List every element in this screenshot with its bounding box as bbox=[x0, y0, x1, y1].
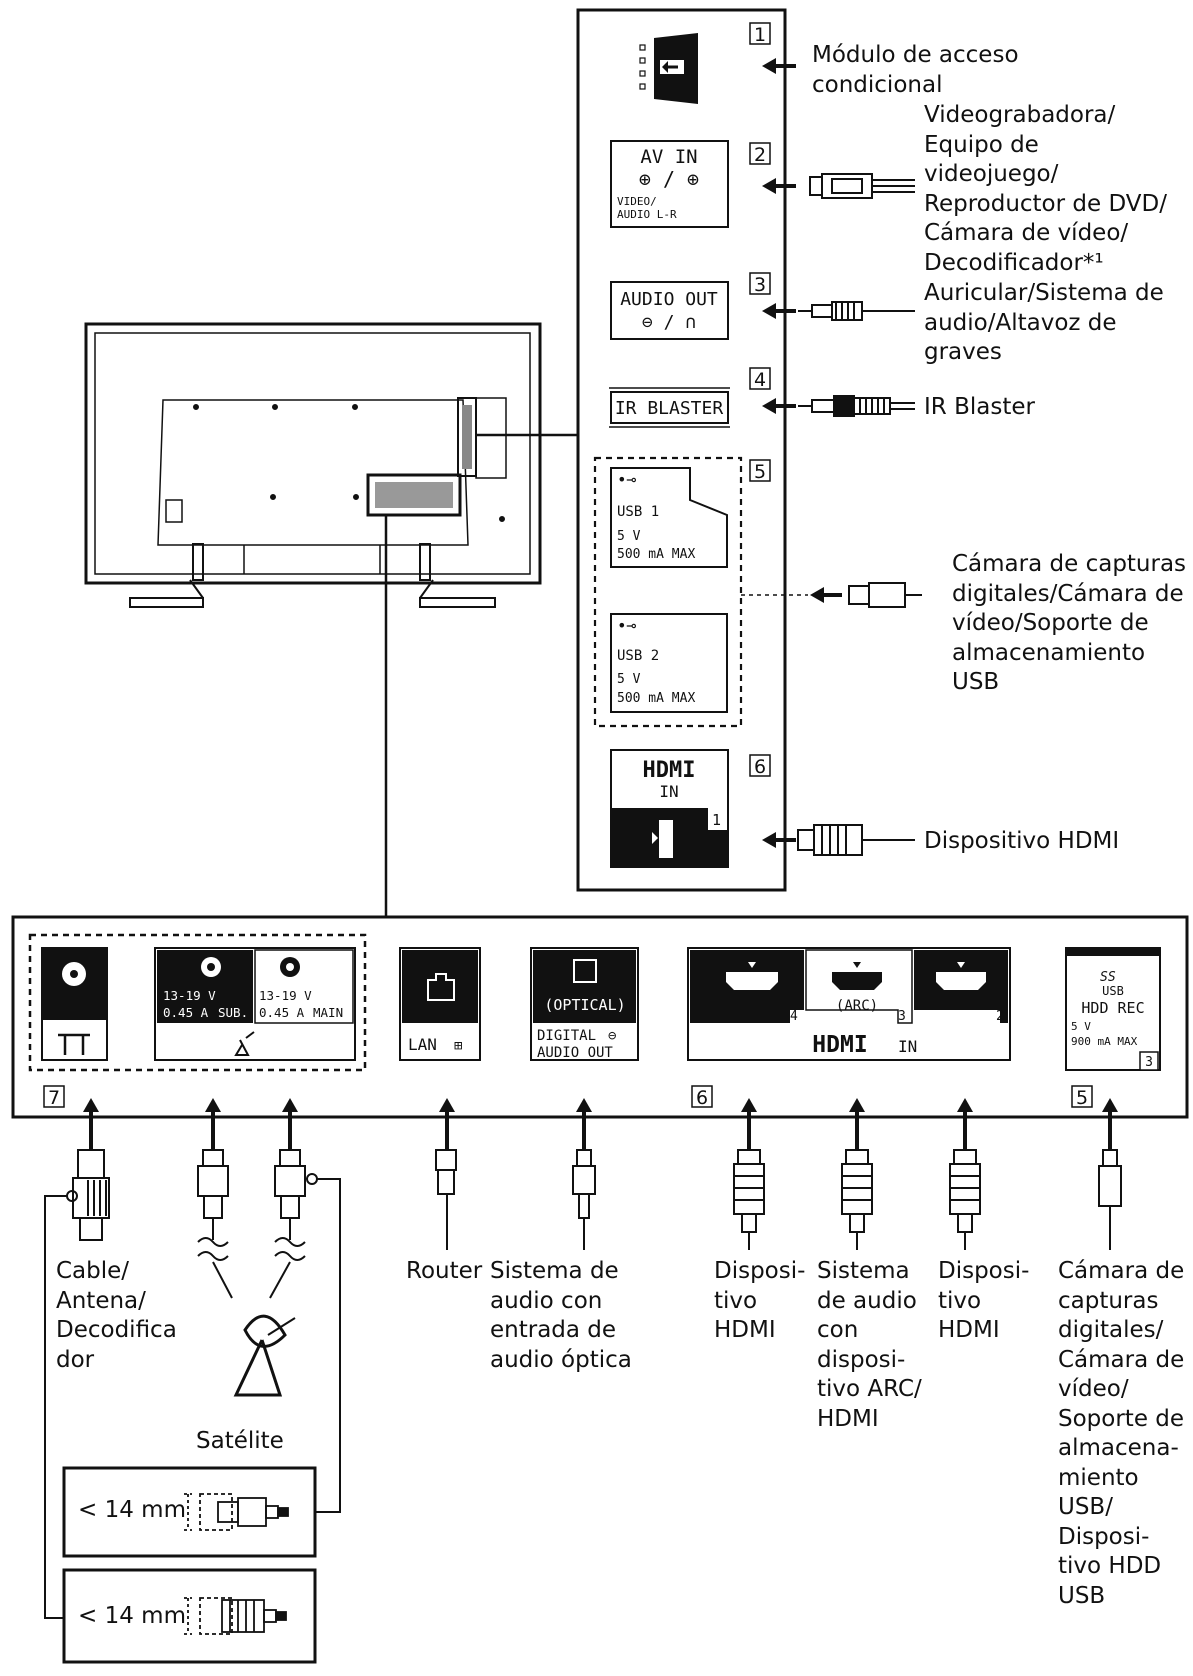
satellite-ports: 13-19 V 0.45 A SUB. 13-19 V 0.45 A MAIN bbox=[154, 947, 356, 1061]
label-audio-out: Auricular/Sistema de audio/Altavoz de gr… bbox=[924, 280, 1164, 365]
svg-text:900 mA MAX: 900 mA MAX bbox=[1071, 1035, 1138, 1048]
hdmi-ports: 4 (ARC) 3 2 HDMI IN bbox=[687, 947, 1011, 1061]
svg-text:5 V: 5 V bbox=[617, 672, 641, 687]
label-router: Router bbox=[406, 1258, 483, 1284]
svg-text:LAN: LAN bbox=[408, 1035, 437, 1054]
av-in-label: AV IN bbox=[640, 146, 697, 168]
svg-text:0.45 A: 0.45 A bbox=[163, 1005, 209, 1020]
label-satellite: Satélite bbox=[196, 1428, 284, 1454]
usb-group-outline bbox=[593, 456, 743, 728]
svg-text:MAIN: MAIN bbox=[313, 1005, 343, 1020]
svg-text:AUDIO OUT: AUDIO OUT bbox=[537, 1045, 613, 1061]
antenna-port bbox=[41, 947, 108, 1061]
optical-port: (OPTICAL) DIGITAL ⊖ AUDIO OUT bbox=[530, 947, 639, 1061]
antenna-group-outline bbox=[28, 933, 367, 1072]
svg-text:DIGITAL: DIGITAL bbox=[537, 1028, 596, 1044]
svg-text:6: 6 bbox=[696, 1087, 708, 1109]
label-ir-blaster: IR Blaster bbox=[924, 394, 1035, 420]
svg-text:AUDIO L-R: AUDIO L-R bbox=[617, 208, 677, 221]
svg-text:13-19 V: 13-19 V bbox=[259, 988, 312, 1003]
svg-text:3: 3 bbox=[1145, 1055, 1153, 1070]
audio-out-port: AUDIO OUT ⊖ / ∩ bbox=[610, 281, 729, 340]
svg-text:⊖: ⊖ bbox=[608, 1028, 617, 1044]
usb2-port: •⊸ USB 2 5 V 500 mA MAX bbox=[610, 613, 728, 713]
connector-size-notes bbox=[62, 1466, 317, 1664]
svg-text:SUB.: SUB. bbox=[218, 1005, 248, 1020]
lan-port: LAN ⊞ bbox=[399, 947, 481, 1061]
svg-text:3: 3 bbox=[898, 1009, 906, 1024]
svg-text:HDMI: HDMI bbox=[812, 1032, 867, 1058]
usb1-current: 500 mA MAX bbox=[617, 547, 695, 562]
svg-text:SS: SS bbox=[1100, 970, 1116, 985]
label-hdmi4: Disposi- tivo HDMI bbox=[714, 1258, 806, 1343]
svg-text:500 mA MAX: 500 mA MAX bbox=[617, 691, 695, 706]
svg-text:1: 1 bbox=[754, 24, 766, 46]
label-hdmi2: Disposi- tivo HDMI bbox=[938, 1258, 1030, 1343]
usb1-title: USB 1 bbox=[617, 504, 659, 520]
svg-text:IN: IN bbox=[898, 1037, 917, 1056]
svg-text:IN: IN bbox=[659, 782, 678, 801]
svg-text:5: 5 bbox=[754, 461, 766, 483]
svg-text:4: 4 bbox=[790, 1009, 798, 1024]
svg-text:•⊸: •⊸ bbox=[617, 616, 637, 635]
label-usb-side: Cámara de capturas digitales/Cámara de v… bbox=[952, 551, 1187, 695]
svg-text:⊞: ⊞ bbox=[454, 1038, 463, 1054]
label-optical: Sistema de audio con entrada de audio óp… bbox=[490, 1258, 632, 1373]
svg-text:3: 3 bbox=[754, 274, 766, 296]
bottom-group-numbers: 7 6 5 bbox=[43, 1085, 1093, 1109]
hdmi1-port: HDMI IN 1 bbox=[610, 749, 729, 868]
label-usb-bottom: Cámara de capturas digitales/ Cámara de … bbox=[1058, 1258, 1185, 1609]
usb3-port: SS USB HDD REC 5 V 900 mA MAX 3 bbox=[1065, 947, 1161, 1071]
svg-text:•⊸: •⊸ bbox=[617, 470, 637, 489]
svg-text:6: 6 bbox=[754, 756, 766, 778]
svg-text:(ARC): (ARC) bbox=[836, 998, 878, 1014]
svg-text:(OPTICAL): (OPTICAL) bbox=[544, 996, 625, 1014]
bottom-arrows bbox=[83, 1098, 1118, 1150]
label-av-in: Videograbadora/ Equipo de videojuego/ Re… bbox=[924, 102, 1167, 276]
ir-blaster-port: IR BLASTER bbox=[609, 387, 730, 428]
audio-out-label: AUDIO OUT bbox=[620, 289, 718, 310]
usb1-volt: 5 V bbox=[617, 529, 641, 544]
svg-text:5 V: 5 V bbox=[1071, 1020, 1091, 1033]
svg-text:1: 1 bbox=[712, 811, 721, 829]
cam-slot bbox=[639, 33, 698, 104]
ir-blaster-label: IR BLASTER bbox=[615, 398, 724, 419]
svg-text:4: 4 bbox=[754, 369, 766, 391]
label-cam: Módulo de acceso condicional bbox=[812, 42, 1019, 98]
svg-text:5: 5 bbox=[1076, 1087, 1088, 1109]
tv-rear-illustration bbox=[84, 322, 542, 608]
svg-text:2: 2 bbox=[754, 144, 766, 166]
svg-text:7: 7 bbox=[48, 1087, 60, 1109]
svg-text:2: 2 bbox=[996, 1009, 1004, 1024]
usb2-title: USB 2 bbox=[617, 648, 659, 664]
av-in-port: AV IN ⊕ / ⊕ VIDEO/ AUDIO L-R bbox=[610, 140, 729, 228]
svg-text:USB: USB bbox=[1102, 984, 1124, 998]
svg-text:0.45 A: 0.45 A bbox=[259, 1005, 305, 1020]
side-arrows bbox=[762, 58, 842, 848]
svg-text:VIDEO/: VIDEO/ bbox=[617, 195, 657, 208]
label-hdmi-side: Dispositivo HDMI bbox=[924, 828, 1120, 854]
svg-text:⊕ / ⊕: ⊕ / ⊕ bbox=[639, 167, 699, 191]
side-slot-numbers: 1 2 3 4 5 6 bbox=[749, 22, 771, 778]
size-note-1: < 14 mm bbox=[78, 1497, 186, 1523]
svg-text:⊖ / ∩: ⊖ / ∩ bbox=[642, 312, 696, 333]
usb1-port: •⊸ USB 1 5 V 500 mA MAX bbox=[610, 467, 728, 568]
bottom-connectors bbox=[44, 1149, 1122, 1619]
side-cables bbox=[797, 173, 922, 856]
label-cable: Cable/ Antena/ Decodifica dor bbox=[56, 1258, 177, 1373]
size-note-2: < 14 mm bbox=[78, 1603, 186, 1629]
hdmi1-logo: HDMI bbox=[643, 758, 696, 783]
label-arc: Sistema de audio con disposi- tivo ARC/ … bbox=[817, 1258, 922, 1432]
svg-text:13-19 V: 13-19 V bbox=[163, 988, 216, 1003]
svg-text:HDD REC: HDD REC bbox=[1081, 999, 1144, 1017]
